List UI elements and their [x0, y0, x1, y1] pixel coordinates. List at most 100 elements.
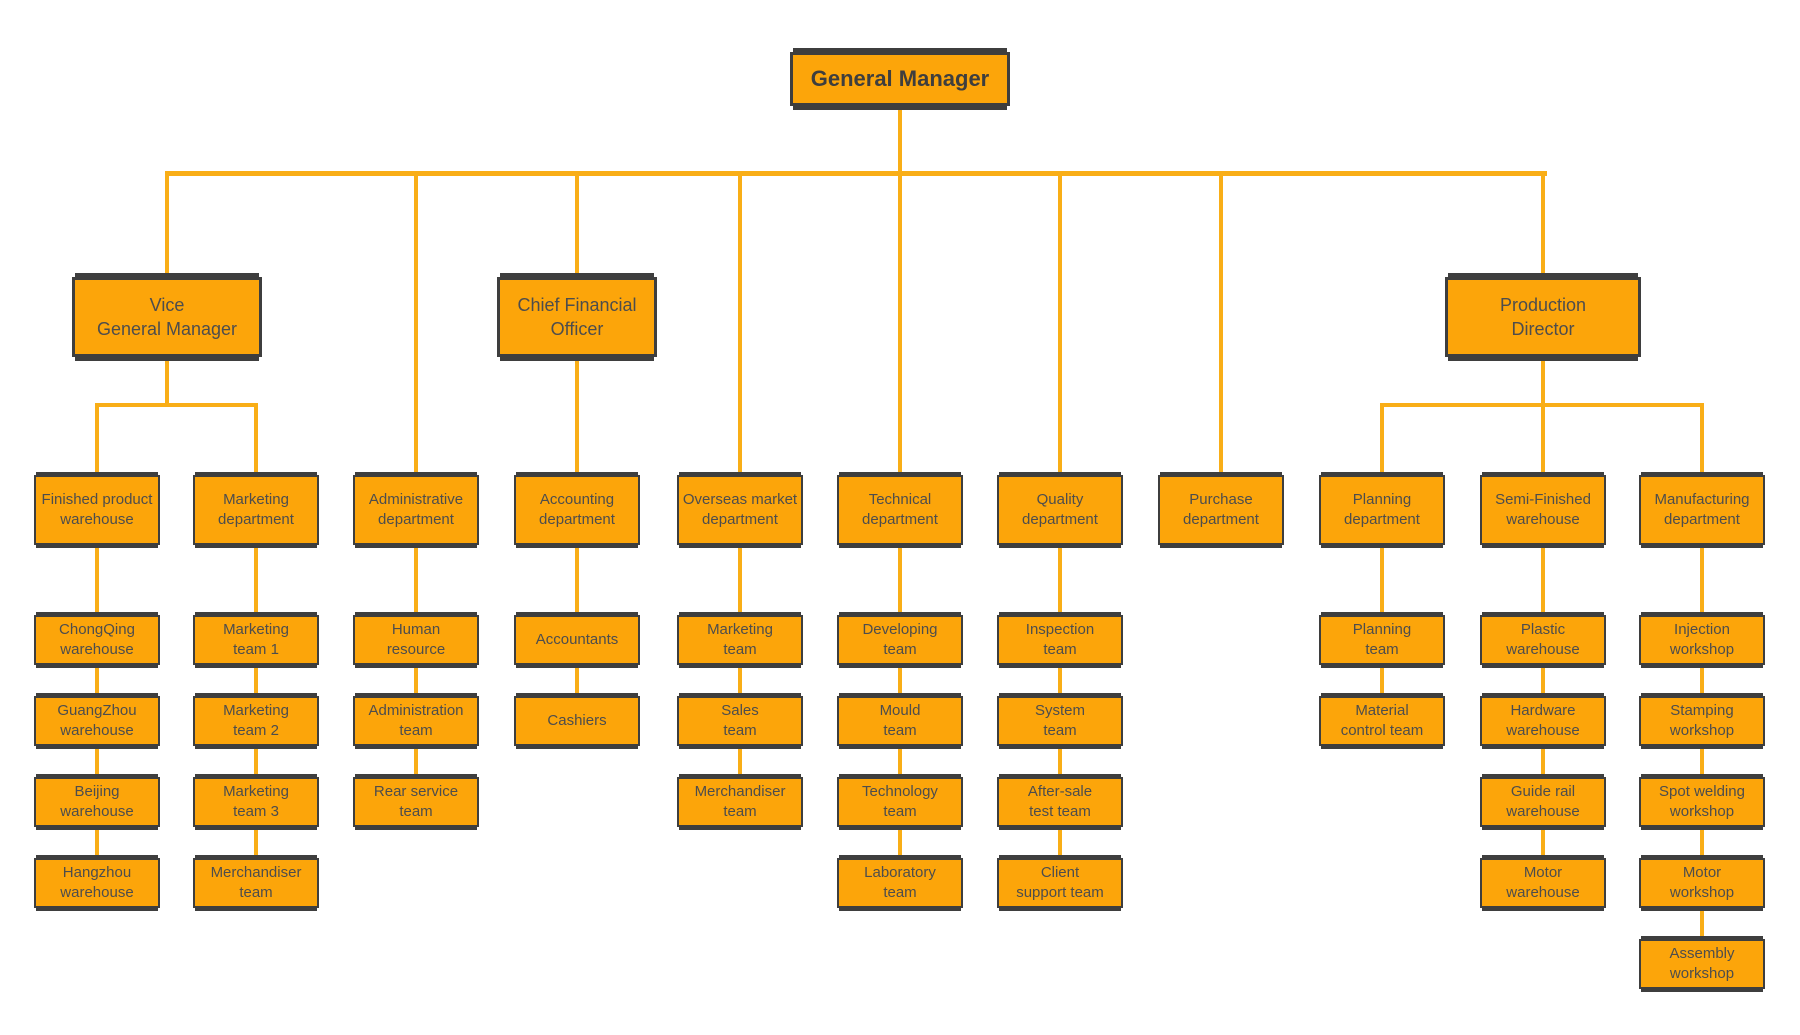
node-spot-welding-workshop: Spot welding workshop [1639, 777, 1765, 827]
connector [898, 825, 902, 861]
connector-drop-vgm [165, 172, 169, 279]
connector [1541, 663, 1545, 699]
connector-drop-purchase [1219, 172, 1223, 478]
connector [1700, 825, 1704, 861]
node-client-support-team: Client support team [997, 858, 1123, 908]
node-guangzhou-warehouse: GuangZhou warehouse [34, 696, 160, 746]
connector [1380, 543, 1384, 619]
node-accounting-department: Accounting department [514, 475, 640, 545]
node-assembly-workshop: Assembly workshop [1639, 939, 1765, 989]
node-guide-rail-warehouse: Guide rail warehouse [1480, 777, 1606, 827]
node-purchase-department: Purchase department [1158, 475, 1284, 545]
connector [898, 744, 902, 780]
node-production-director: Production Director [1445, 277, 1641, 357]
node-hardware-warehouse: Hardware warehouse [1480, 696, 1606, 746]
connector [95, 744, 99, 780]
node-inspection-team: Inspection team [997, 615, 1123, 665]
node-injection-workshop: Injection workshop [1639, 615, 1765, 665]
node-technical-department: Technical department [837, 475, 963, 545]
connector [1541, 744, 1545, 780]
node-marketing-team-1: Marketing team 1 [193, 615, 319, 665]
connector [738, 744, 742, 780]
node-marketing-team-3: Marketing team 3 [193, 777, 319, 827]
connector [1380, 403, 1384, 478]
node-system-team: System team [997, 696, 1123, 746]
connector [254, 825, 258, 861]
connector [575, 543, 579, 619]
connector-drop-quality [1058, 172, 1062, 478]
node-planning-department: Planning department [1319, 475, 1445, 545]
node-stamping-workshop: Stamping workshop [1639, 696, 1765, 746]
connector [575, 663, 579, 699]
node-motor-warehouse: Motor warehouse [1480, 858, 1606, 908]
connector-drop-technical [898, 172, 902, 478]
connector [95, 663, 99, 699]
connector [1541, 825, 1545, 861]
connector-cfo-stem [575, 355, 579, 478]
connector [95, 403, 99, 478]
node-marketing-team-2: Marketing team 2 [193, 696, 319, 746]
node-cashiers: Cashiers [514, 696, 640, 746]
node-plastic-warehouse: Plastic warehouse [1480, 615, 1606, 665]
node-vice-general-manager: Vice General Manager [72, 277, 262, 357]
node-material-control-team: Material control team [1319, 696, 1445, 746]
node-marketing-department: Marketing department [193, 475, 319, 545]
node-overseas-marketing-team: Marketing team [677, 615, 803, 665]
node-hangzhou-warehouse: Hangzhou warehouse [34, 858, 160, 908]
connector [898, 543, 902, 619]
node-administrative-department: Administrative department [353, 475, 479, 545]
node-quality-department: Quality department [997, 475, 1123, 545]
node-technology-team: Technology team [837, 777, 963, 827]
connector [254, 403, 258, 478]
connector-root-feed [898, 104, 902, 174]
connector [1058, 543, 1062, 619]
connector-vgm-bar [95, 403, 258, 407]
node-merchandiser-team: Merchandiser team [193, 858, 319, 908]
connector [1380, 663, 1384, 699]
node-general-manager: General Manager [790, 52, 1010, 106]
connector [254, 744, 258, 780]
node-human-resource: Human resource [353, 615, 479, 665]
node-mould-team: Mould team [837, 696, 963, 746]
connector [95, 825, 99, 861]
node-manufacturing-department: Manufacturing department [1639, 475, 1765, 545]
node-overseas-market-department: Overseas market department [677, 475, 803, 545]
node-overseas-merchandiser-team: Merchandiser team [677, 777, 803, 827]
connector [254, 663, 258, 699]
node-sales-team: Sales team [677, 696, 803, 746]
connector [1058, 744, 1062, 780]
connector [1700, 663, 1704, 699]
node-chief-financial-officer: Chief Financial Officer [497, 277, 657, 357]
node-finished-product-warehouse: Finished product warehouse [34, 475, 160, 545]
node-beijing-warehouse: Beijing warehouse [34, 777, 160, 827]
connector-trunk [165, 171, 1547, 176]
connector-vgm-stem [165, 355, 169, 405]
node-semi-finished-warehouse: Semi-Finished warehouse [1480, 475, 1606, 545]
connector [738, 663, 742, 699]
node-developing-team: Developing team [837, 615, 963, 665]
node-rear-service-team: Rear service team [353, 777, 479, 827]
connector [414, 663, 418, 699]
connector-drop-pd [1541, 172, 1545, 279]
connector [1700, 403, 1704, 478]
connector [414, 744, 418, 780]
connector [414, 543, 418, 619]
node-administration-team: Administration team [353, 696, 479, 746]
connector-drop-overseas [738, 172, 742, 478]
node-motor-workshop: Motor workshop [1639, 858, 1765, 908]
connector [738, 543, 742, 619]
node-laboratory-team: Laboratory team [837, 858, 963, 908]
connector [95, 543, 99, 619]
connector-pd-stem [1541, 355, 1545, 405]
connector [254, 543, 258, 619]
connector [1700, 543, 1704, 619]
connector [1541, 543, 1545, 619]
connector-drop-administrative [414, 172, 418, 478]
connector [898, 663, 902, 699]
connector [1700, 744, 1704, 780]
node-chongqing-warehouse: ChongQing warehouse [34, 615, 160, 665]
connector [1541, 403, 1545, 478]
connector [1700, 906, 1704, 942]
connector-drop-cfo [575, 172, 579, 279]
